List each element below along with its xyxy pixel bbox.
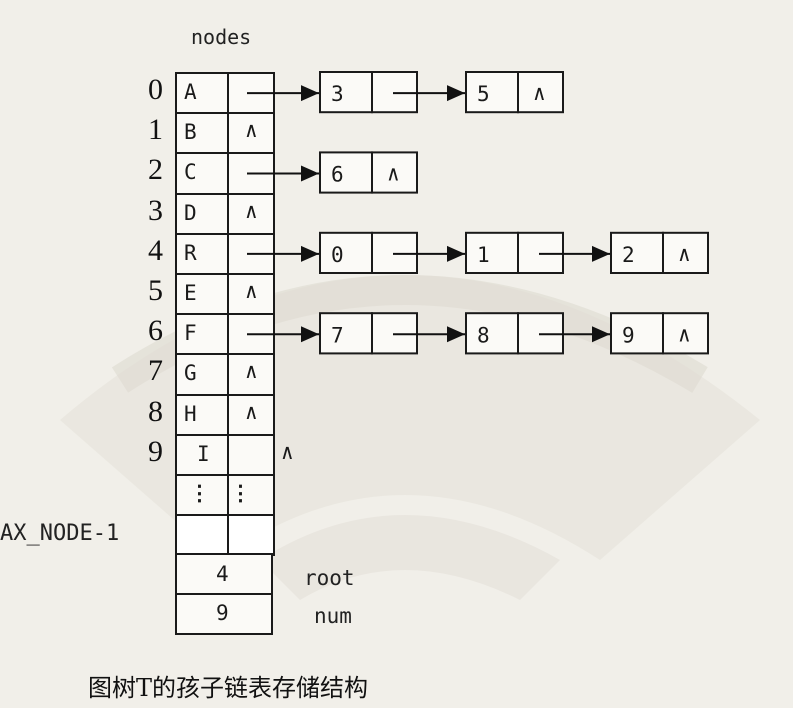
node-data: H [184,401,197,426]
null-pointer-symbol: ∧ [678,322,691,346]
node-data-cell [175,152,229,195]
node-data: I [197,441,210,466]
row-index: 1 [148,113,163,147]
node-data: F [184,321,197,346]
row-index: 2 [148,153,163,187]
child-node-value: 5 [477,82,490,106]
child-node-value: 7 [331,323,344,347]
null-pointer-symbol: ∧ [678,242,691,266]
node-link: ∧ [245,118,258,143]
row-index: 7 [148,354,163,388]
num-value: 9 [216,601,229,625]
root-cell [175,553,273,595]
node-link: ∧ [245,279,258,303]
child-node-next-cell [517,71,564,114]
node-data: G [184,361,197,386]
child-node-value: 1 [477,243,490,267]
root-label: root [304,566,355,590]
node-data: B [184,120,197,145]
null-pointer-symbol: ∧ [387,162,400,186]
node-data: D [184,200,197,225]
child-node-value-cell [465,231,519,275]
node-link: ∧ [245,359,258,384]
node-data: C [184,160,197,185]
max-node-label: AX_NODE-1 [0,521,120,546]
row-index: 0 [148,73,163,106]
num-label: num [314,604,352,628]
node-link-cell [227,433,275,476]
node-link-cell [227,112,275,155]
child-node-value-cell [319,312,373,355]
child-node-value-cell [319,151,373,194]
node-link: ∧ [245,399,258,424]
child-node-value: 0 [331,243,344,267]
node-link-cell [227,273,275,316]
child-node-next-cell [662,312,709,355]
caption: 图树T的孩子链表存储结构 [88,674,369,702]
node-data-cell [175,72,229,115]
row-index: 3 [148,193,163,227]
child-node-value-cell [610,312,664,355]
node-data: A [184,80,197,104]
node-data: E [184,281,197,305]
node-link-cell [227,474,275,517]
ellipsis-icon: ⋮ [230,481,251,505]
child-node-value-cell [319,231,373,275]
num-cell [175,593,273,635]
node-data-cell [175,353,229,396]
node-link: ∧ [281,439,294,464]
child-node-value: 2 [622,243,635,267]
child-node-value-cell [465,71,519,114]
row-index: 5 [148,274,163,307]
root-value: 4 [216,562,229,586]
child-node-value-cell [465,312,519,355]
row-index: 4 [148,233,163,267]
child-node-value-cell [319,71,373,114]
child-node-next-cell [662,231,709,275]
row-index: 8 [148,394,163,428]
row-index: 6 [148,314,163,348]
child-node-value: 8 [477,323,490,347]
child-node-next-cell [371,151,418,194]
child-node-value-cell [610,231,664,275]
node-data: R [184,240,197,265]
node-link: ∧ [245,198,258,223]
row-index: 9 [148,434,163,468]
nodes-header: nodes [191,25,252,49]
null-pointer-symbol: ∧ [533,81,546,105]
ellipsis-icon: ⋮ [189,481,210,505]
child-node-value: 3 [331,82,344,106]
child-node-value: 6 [331,163,344,187]
child-node-value: 9 [622,323,635,347]
